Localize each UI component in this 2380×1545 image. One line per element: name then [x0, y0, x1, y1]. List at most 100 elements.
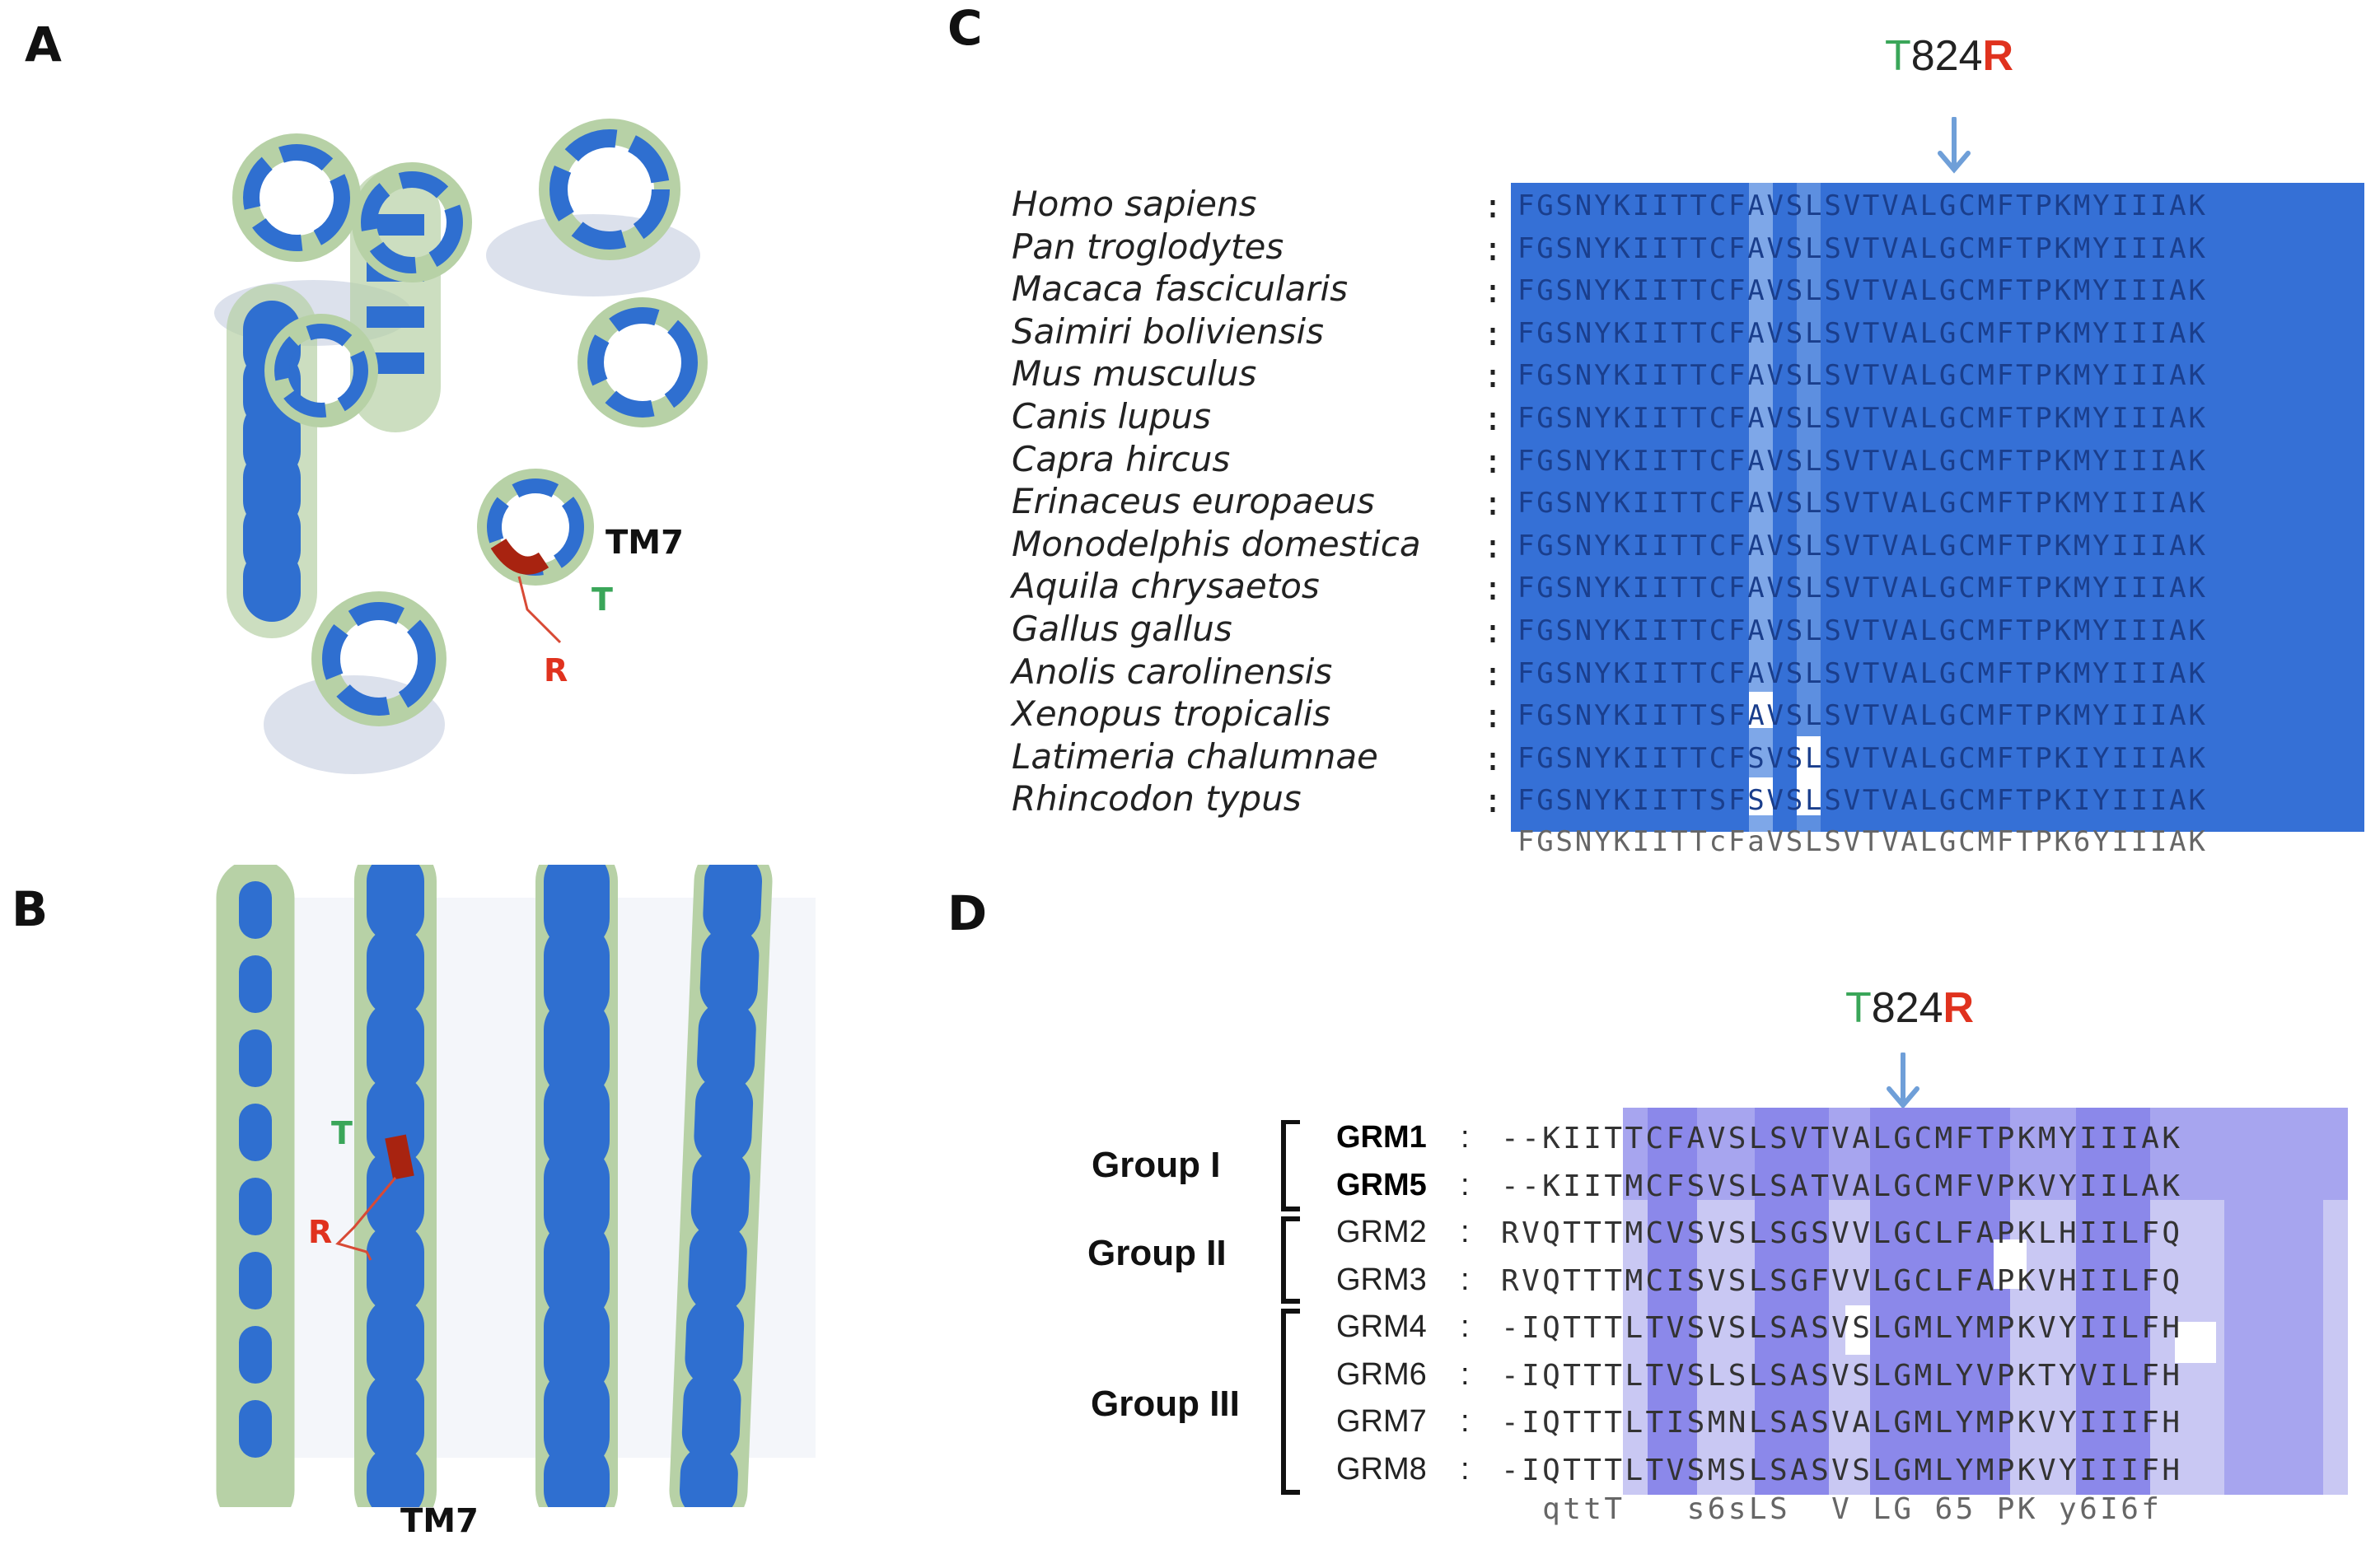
- row-separator: :: [1483, 655, 1503, 693]
- group-brackets: [1281, 1120, 1300, 1495]
- mut-residue-d: R: [1943, 984, 1975, 1032]
- panel-label-c: C: [947, 0, 983, 56]
- residue-position: 824: [1910, 32, 1983, 80]
- row-separator: :: [1483, 400, 1503, 438]
- receptor-sequence-row: --KIITTCFAVSLSVTVALGCMFTPKMYIIIAK: [1501, 1122, 2183, 1155]
- residue-position-d: 824: [1871, 984, 1943, 1032]
- row-separator: :: [1461, 1262, 1470, 1297]
- row-separator: :: [1483, 315, 1503, 353]
- receptor-sequence-row: -IQTTTLTVSLSLSASVSLGMLYVPKTYVILFH: [1501, 1358, 2183, 1393]
- row-separator: :: [1483, 357, 1503, 396]
- receptor-sequence-row: RVQTTTMCISVSLSGFVVLGCLFAPKVHIILFQ: [1501, 1263, 2183, 1298]
- row-separator: :: [1483, 527, 1503, 566]
- receptor-name: GRM7: [1336, 1404, 1427, 1439]
- sequence-row: FGSNYKIITTCFAVSLSVTVALGCMFTPKMYIIIAK: [1517, 487, 2208, 520]
- row-separator: :: [1483, 782, 1503, 821]
- species-name: Erinaceus europaeus: [1012, 481, 1375, 522]
- consensus-c: FGSNYKIITTcFaVSLSVTVALGCMFTPK6YIIIAK: [1517, 825, 2208, 858]
- receptor-sequence-row: -IQTTTLTVSVSLSASVSLGMLYMPKVYIILFH: [1501, 1311, 2183, 1345]
- sequence-row: FGSNYKIITTCFAVSLSVTVALGCMFTPKMYIIIAK: [1517, 529, 2208, 562]
- group-label-1: Group I: [1092, 1145, 1221, 1185]
- receptor-sequence-row: -IQTTTLTVSMSLSASVSLGMLYMPKVYIIIFH: [1501, 1453, 2183, 1487]
- sequence-row: FGSNYKIITTCFAVSLSVTVALGCMFTPKMYIIIAK: [1517, 274, 2208, 308]
- species-name: Mus musculus: [1012, 353, 1257, 394]
- mutation-label-c: T824R: [1885, 31, 2013, 81]
- mutation-arrow-d: [1887, 1053, 1919, 1109]
- species-name: Pan troglodytes: [1012, 226, 1284, 267]
- group-conservation-shading: [1623, 1108, 2348, 1495]
- mutation-label-d: T824R: [1845, 983, 1974, 1033]
- sequence-row: FGSNYKIITTCFAVSLSVTVALGCMFTPKMYIIIAK: [1517, 189, 2208, 222]
- species-name: Xenopus tropicalis: [1012, 693, 1331, 735]
- sequence-row: FGSNYKIITTCFAVSLSVTVALGCMFTPKMYIIIAK: [1517, 359, 2208, 393]
- row-separator: :: [1461, 1120, 1470, 1155]
- receptor-name: GRM3: [1336, 1262, 1427, 1297]
- mutation-arrow-c: [1938, 117, 1971, 174]
- sequence-row: FGSNYKIITTCFSVSLSVTVALGCMFTPKIYIIIAK: [1517, 741, 2208, 775]
- receptor-name: GRM8: [1336, 1451, 1427, 1487]
- group-label-3: Group III: [1091, 1384, 1240, 1424]
- row-separator: :: [1461, 1356, 1470, 1392]
- species-name: Aquila chrysaetos: [1012, 566, 1320, 607]
- row-separator: :: [1461, 1309, 1470, 1344]
- panel-b-wt-residue-label: T: [331, 1115, 353, 1151]
- row-separator: :: [1483, 188, 1503, 226]
- species-name: Rhincodon typus: [1012, 778, 1302, 819]
- wt-residue: T: [1885, 32, 1911, 80]
- group-label-2: Group II: [1087, 1233, 1227, 1273]
- row-separator: :: [1483, 230, 1503, 268]
- row-separator: :: [1483, 570, 1503, 609]
- sequence-row: FGSNYKIITTSFSVSLSVTVALGCMFTPKIYIIIAK: [1517, 784, 2208, 818]
- sequence-row: FGSNYKIITTCFAVSLSVTVALGCMFTPKMYIIIAK: [1517, 402, 2208, 435]
- sequence-row: FGSNYKIITTCFAVSLSVTVALGCMFTPKMYIIIAK: [1517, 316, 2208, 350]
- conserved-block-c: [1511, 183, 2364, 832]
- receptor-sequence-row: RVQTTTMCVSVSLSGSVVLGCLFAPKLHIILFQ: [1501, 1216, 2183, 1250]
- panel-a-wt-residue-label: T: [591, 581, 613, 618]
- receptor-name: GRM5: [1336, 1167, 1427, 1202]
- consensus-d: qttT s6sLS V LG 65 PK y6I6f: [1501, 1492, 2163, 1526]
- species-name: Gallus gallus: [1012, 609, 1232, 649]
- species-name: Monodelphis domestica: [1012, 523, 1421, 564]
- panel-label-d: D: [947, 885, 988, 941]
- protein-structure-side-view: [206, 865, 840, 1507]
- panel-label-a: A: [25, 16, 62, 72]
- alignment-variation-highlights: [1749, 183, 1821, 832]
- species-name: Macaca fascicularis: [1012, 268, 1349, 310]
- receptor-name: GRM1: [1336, 1120, 1427, 1155]
- row-separator: :: [1483, 613, 1503, 651]
- row-separator: :: [1461, 1215, 1470, 1249]
- panel-b-mut-residue-label: R: [308, 1214, 333, 1250]
- panel-a-mut-residue-label: R: [544, 652, 568, 688]
- receptor-name: GRM4: [1336, 1309, 1427, 1344]
- protein-structure-top-view: [214, 119, 708, 774]
- sequence-row: FGSNYKIITTCFAVSLSVTVALGCMFTPKMYIIIAK: [1517, 656, 2208, 690]
- sequence-row: FGSNYKIITTCFAVSLSVTVALGCMFTPKMYIIIAK: [1517, 572, 2208, 605]
- sequence-row: FGSNYKIITTSFAVSLSVTVALGCMFTPKMYIIIAK: [1517, 699, 2208, 733]
- row-separator: :: [1483, 740, 1503, 778]
- sequence-row: FGSNYKIITTCFAVSLSVTVALGCMFTPKMYIIIAK: [1517, 614, 2208, 647]
- row-separator: :: [1461, 1404, 1470, 1439]
- receptor-sequence-row: --KIITMCFSVSLSATVALGCMFVPKVYIILAK: [1501, 1169, 2183, 1203]
- row-separator: :: [1483, 485, 1503, 524]
- receptor-name: GRM2: [1336, 1215, 1427, 1249]
- panel-label-b: B: [12, 881, 49, 937]
- species-name: Saimiri boliviensis: [1012, 310, 1325, 352]
- row-separator: :: [1483, 273, 1503, 311]
- wt-residue-d: T: [1845, 984, 1872, 1032]
- species-name: Anolis carolinensis: [1012, 651, 1333, 692]
- receptor-name: GRM6: [1336, 1356, 1427, 1392]
- row-separator: :: [1483, 698, 1503, 736]
- species-name: Capra hircus: [1012, 438, 1231, 479]
- sequence-row: FGSNYKIITTCFAVSLSVTVALGCMFTPKMYIIIAK: [1517, 231, 2208, 265]
- species-name: Homo sapiens: [1012, 184, 1257, 224]
- receptor-sequence-row: -IQTTTLTISMNLSASVALGMLYMPKVYIIIFH: [1501, 1406, 2183, 1440]
- mut-residue: R: [1982, 32, 2014, 80]
- sequence-row: FGSNYKIITTCFAVSLSVTVALGCMFTPKMYIIIAK: [1517, 444, 2208, 478]
- species-name: Canis lupus: [1012, 396, 1212, 436]
- row-separator: :: [1461, 1451, 1470, 1487]
- row-separator: :: [1483, 442, 1503, 481]
- species-name: Latimeria chalumnae: [1012, 735, 1378, 777]
- panel-a-tm7-label: TM7: [606, 524, 684, 562]
- panel-b-tm7-label: TM7: [400, 1502, 479, 1540]
- row-separator: :: [1461, 1167, 1470, 1202]
